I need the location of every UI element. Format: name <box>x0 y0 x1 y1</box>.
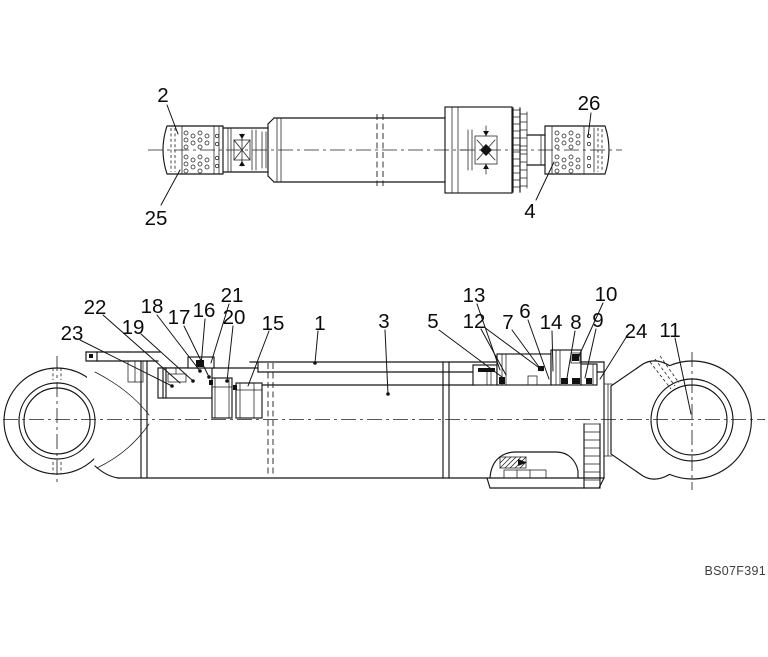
cylinder-assembly <box>3 349 765 490</box>
callout-leader-layer <box>79 104 692 415</box>
callout-leader-7 <box>511 329 543 372</box>
callout-label-18: 18 <box>141 295 164 318</box>
callout-label-2: 2 <box>157 84 168 107</box>
callout-label-3: 3 <box>378 310 389 333</box>
callout-leader-26 <box>587 112 592 138</box>
knurl-pattern-right <box>554 130 592 174</box>
callout-leader-20 <box>226 325 234 382</box>
callout-leader-1 <box>314 330 319 364</box>
callout-label-10: 10 <box>595 283 618 306</box>
right-eye <box>610 355 752 480</box>
port-boss <box>486 423 605 489</box>
callout-label-20: 20 <box>223 306 246 329</box>
callout-label-26: 26 <box>578 92 601 115</box>
callout-leader-23 <box>79 339 173 387</box>
callout-leader-10 <box>577 302 604 359</box>
callout-leader-2 <box>166 104 179 135</box>
callout-label-8: 8 <box>570 311 581 334</box>
callout-leader-dot-1 <box>313 361 317 365</box>
rod-assembly <box>148 106 622 194</box>
callout-label-7: 7 <box>502 311 513 334</box>
callout-label-25: 25 <box>145 207 168 230</box>
callout-leader-15 <box>247 330 270 387</box>
callout-label-17: 17 <box>168 306 191 329</box>
callout-label-22: 22 <box>84 296 107 319</box>
callout-label-5: 5 <box>427 310 438 333</box>
callout-leader-19 <box>140 333 194 382</box>
callout-label-23: 23 <box>61 322 84 345</box>
callout-label-19: 19 <box>122 316 145 339</box>
callout-leader-dot-3 <box>386 392 390 396</box>
piston-seal-group <box>472 349 598 386</box>
callout-label-21: 21 <box>221 284 244 307</box>
callout-label-6: 6 <box>519 300 530 323</box>
callout-label-24: 24 <box>625 320 648 343</box>
callout-leader-dot-18 <box>198 369 202 373</box>
callout-leader-8 <box>566 330 576 379</box>
callout-leader-13 <box>476 303 501 371</box>
callout-leader-5 <box>438 329 503 378</box>
callout-leader-dot-17 <box>207 375 211 379</box>
callout-leader-25 <box>160 169 181 206</box>
callout-label-1: 1 <box>314 312 325 335</box>
callout-leader-12 <box>483 326 539 368</box>
callout-leader-14 <box>551 330 554 372</box>
callout-leader-24 <box>599 335 628 380</box>
callout-label-14: 14 <box>540 311 563 334</box>
callout-leader-4 <box>535 161 555 201</box>
callout-leader-dot-19 <box>191 379 195 383</box>
callout-leader-dot-23 <box>170 384 174 388</box>
callout-label-13: 13 <box>463 284 486 307</box>
callout-label-4: 4 <box>524 200 535 223</box>
callout-leader-12 <box>480 328 507 376</box>
callout-leader-6 <box>527 319 550 380</box>
callout-leader-17 <box>183 325 210 378</box>
callout-leader-22 <box>102 314 181 384</box>
callout-leader-21 <box>210 303 230 364</box>
knurl-pattern-left <box>183 130 220 174</box>
rod-body <box>267 117 446 183</box>
callout-label-15: 15 <box>262 312 285 335</box>
callout-leader-18 <box>156 314 201 372</box>
gland-seal-group <box>157 356 263 419</box>
callout-leader-11 <box>674 337 692 415</box>
callout-leader-dot-20 <box>225 379 229 383</box>
grease-passage <box>649 355 680 390</box>
callout-leader-3 <box>384 329 389 395</box>
callout-label-9: 9 <box>592 309 603 332</box>
callout-leader-9 <box>584 328 597 379</box>
callout-label-16: 16 <box>193 299 216 322</box>
callout-label-12: 12 <box>463 310 486 333</box>
figure-code: BS07F391 <box>705 564 766 578</box>
callout-label-11: 11 <box>659 319 680 342</box>
rod-right-bushing <box>544 125 610 175</box>
callout-leader-16 <box>200 318 206 367</box>
